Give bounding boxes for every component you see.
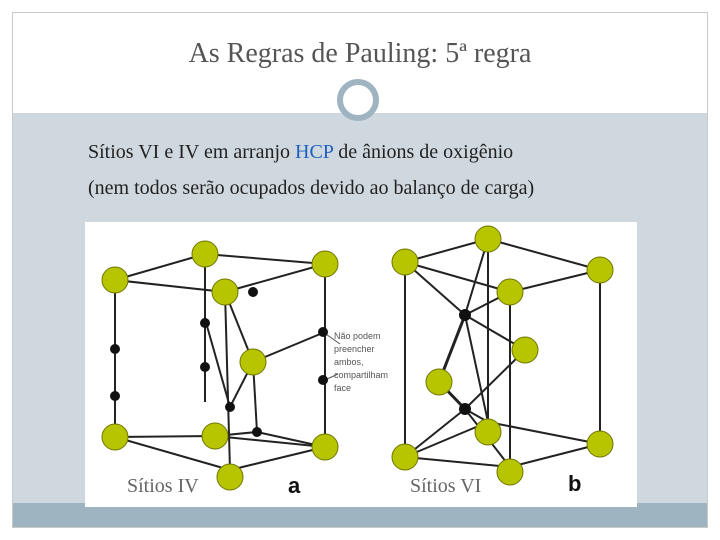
line1-highlight: HCP <box>295 141 334 163</box>
hcp-figure: HCP Não podem preencher ambos, compartil… <box>85 222 637 507</box>
bottom-bar <box>13 503 707 527</box>
cell-edges <box>114 238 601 471</box>
face-sharing-note: Não podem preencher ambos, compartilham … <box>334 331 389 393</box>
ring-ornament-icon <box>337 79 379 121</box>
tetrahedral-sites-label: Sítios IV <box>127 475 199 497</box>
anion-sites <box>101 225 614 491</box>
text-line-2: (nem todos serão ocupados devido ao bala… <box>88 177 535 199</box>
line1-after: de ânions de oxigênio <box>333 141 514 163</box>
hcp-structure-drawing <box>101 225 614 491</box>
octahedral-sites-label: Sítios VI <box>410 475 482 497</box>
panel-a-label: a <box>288 473 301 498</box>
hcp-label: HCP <box>337 232 380 257</box>
line1-before: Sítios VI e IV em arranjo <box>88 141 296 163</box>
text-line-1: Sítios VI e IV em arranjo HCP de ânions … <box>88 141 513 164</box>
panel-b-label: b <box>568 471 582 496</box>
slide-title: As Regras de Pauling: 5ª regra <box>188 38 532 69</box>
cation-sites <box>110 287 471 437</box>
